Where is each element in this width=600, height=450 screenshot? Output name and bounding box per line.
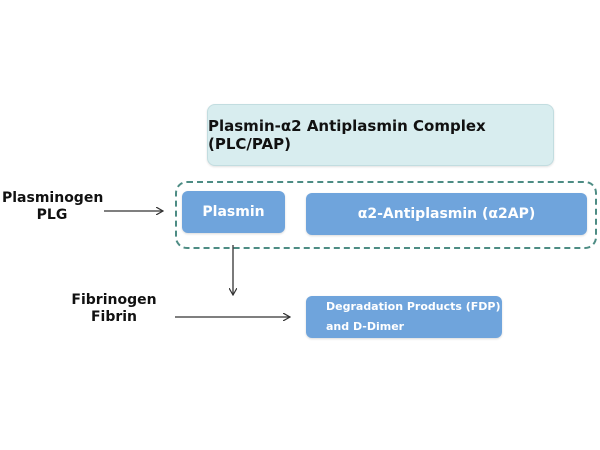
plg-label: PLG [36,207,68,223]
fibrinogen-label: Fibrinogen [71,292,157,308]
plasmin-label: Plasmin [202,204,265,220]
plasminogen-node: Plasminogen PLG [2,190,104,224]
antiplasmin-node: α2-Antiplasmin (α2AP) [306,193,587,235]
plasminogen-label: Plasminogen [2,190,104,206]
plasmin-antiplasmin-group [175,181,597,249]
antiplasmin-label: α2-Antiplasmin (α2AP) [357,206,536,222]
fdp-ddimer-node: Degradation Products (FDP) and D-Dimer [306,296,502,338]
fdp-label-line2: and D-Dimer [326,320,405,333]
fibrin-label: Fibrin [90,309,138,325]
plasmin-antiplasmin-complex-node: Plasmin-α2 Antiplasmin Complex (PLC/PAP) [207,104,554,166]
fibrinogen-node: Fibrinogen Fibrin [68,292,160,326]
complex-label: Plasmin-α2 Antiplasmin Complex (PLC/PAP) [208,117,486,153]
fdp-label-line1: Degradation Products (FDP) [326,300,501,313]
plasmin-node: Plasmin [182,191,285,233]
